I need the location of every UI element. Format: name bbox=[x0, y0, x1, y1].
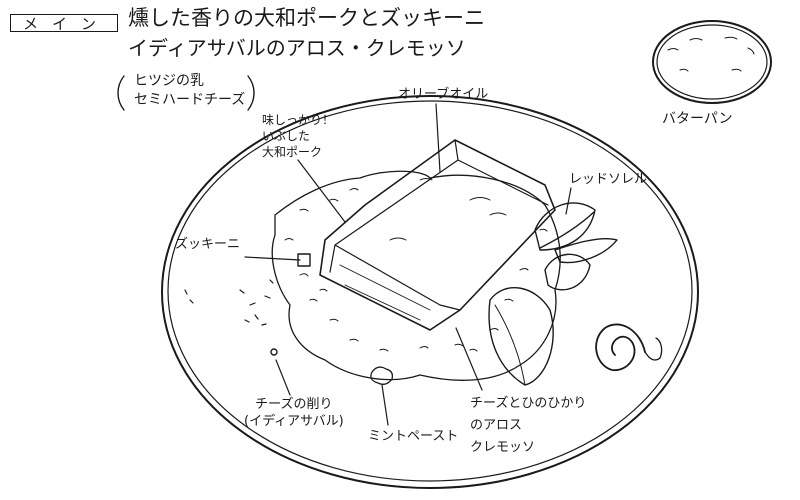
bread-label: バターパン bbox=[662, 111, 733, 127]
mint-paste-drawing bbox=[370, 366, 394, 385]
dish-title-line2: イディアサバルのアロス・クレモッソ bbox=[128, 36, 466, 60]
pork-drawing bbox=[319, 139, 556, 331]
olive-oil-label: オリーブオイル bbox=[398, 87, 489, 102]
butter-bread-drawing bbox=[652, 20, 772, 104]
plate-drawing bbox=[161, 95, 699, 489]
annotation-leaders bbox=[244, 103, 572, 426]
pork-label: 味しっかり！ いぶした 大和ポーク bbox=[262, 113, 335, 159]
dish-title-line1: 燻した香りの大和ポークとズッキーニ bbox=[128, 6, 485, 30]
sauce-curl-drawing bbox=[595, 323, 663, 371]
risotto-drawing bbox=[271, 170, 561, 381]
cheese-shavings-label: チーズの削り (イディアサバル) bbox=[244, 397, 344, 429]
red-sorrel-label: レッドソレル bbox=[569, 172, 648, 187]
risotto-label: チーズとひのひかり のアロス クレモッソ bbox=[470, 396, 587, 455]
cheese-note: ヒツジの乳 セミハードチーズ bbox=[134, 73, 246, 108]
cheese-note-brackets bbox=[117, 75, 255, 111]
red-sorrel-drawing bbox=[488, 202, 618, 386]
menu-category-tag: メイン bbox=[10, 14, 118, 33]
zucchini-label: ズッキーニ bbox=[175, 237, 241, 252]
mint-paste-label: ミントペースト bbox=[368, 429, 459, 444]
cheese-shavings-drawing bbox=[184, 279, 278, 356]
